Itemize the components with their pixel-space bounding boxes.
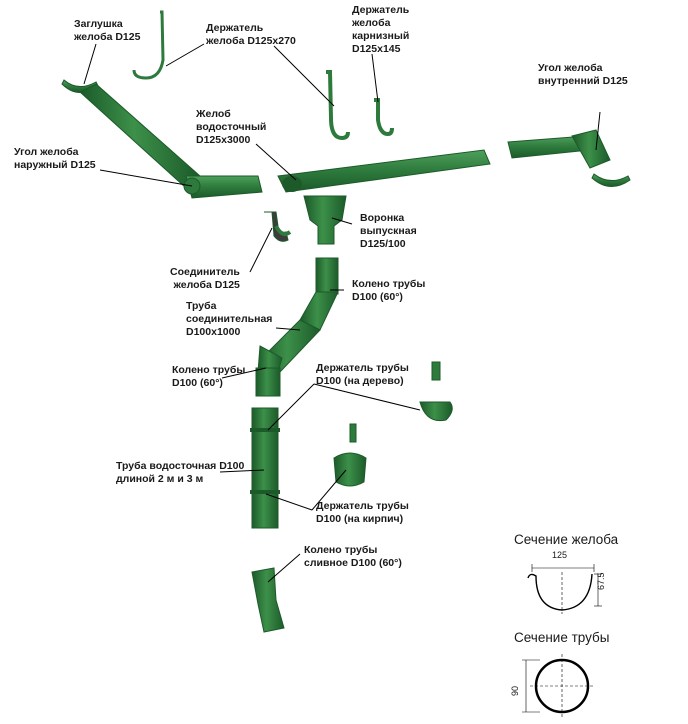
leader-lines — [83, 43, 601, 583]
gutter-section-drawing — [527, 564, 602, 614]
drain-elbow-part — [251, 567, 285, 633]
gutter-section-title: Сечение желоба — [514, 532, 619, 547]
label-elbow-top: Колено трубы D100 (60°) — [352, 278, 426, 303]
label-fascia-bracket: Держатель желоба карнизный D125x145 — [352, 4, 410, 55]
outer-corner-gutter-part — [79, 83, 263, 199]
label-connector: Соединитель желоба D125 — [170, 266, 240, 291]
label-long-bracket: Держатель желоба D125x270 — [206, 22, 296, 47]
funnel-part — [303, 195, 347, 245]
label-drain-elbow: Колено трубы сливное D100 (60°) — [304, 544, 402, 569]
pipe-holder-brick-part — [333, 423, 367, 487]
pipe-section-drawing — [522, 654, 594, 718]
label-outer-corner: Угол желоба наружный D125 — [14, 146, 96, 171]
label-funnel: Воронка выпускная D125/100 — [360, 212, 417, 250]
label-downpipe: Труба водосточная D100 длиной 2 м и 3 м — [116, 460, 245, 485]
connector-part — [264, 211, 292, 242]
label-connecting-pipe: Труба соединительная D100x1000 — [186, 300, 273, 338]
label-holder-wood: Держатель трубы D100 (на дерево) — [316, 362, 409, 387]
label-elbow-mid: Колено трубы D100 (60°) — [172, 364, 246, 389]
label-end-cap: Заглушка желоба D125 — [74, 18, 141, 43]
long-bracket-part — [132, 10, 165, 80]
main-downpipe-part — [250, 407, 280, 529]
downpipe-upper-assembly — [255, 257, 339, 397]
label-gutter: Желоб водосточный D125x3000 — [196, 108, 267, 146]
pipe-section-title: Сечение трубы — [514, 630, 610, 645]
pipe-holder-wood-part — [419, 361, 453, 422]
label-inner-corner: Угол желоба внутренний D125 — [538, 62, 628, 87]
gutter-width-dimension: 125 — [552, 550, 568, 560]
fascia-bracket-part — [326, 70, 394, 141]
gutter-depth-dimension: 67.5 — [596, 572, 606, 590]
inner-corner-part — [507, 129, 631, 187]
label-holder-brick: Держатель трубы D100 (на кирпич) — [316, 500, 409, 525]
pipe-diameter-dimension: 90 — [510, 685, 520, 696]
main-gutter-part — [277, 149, 491, 193]
